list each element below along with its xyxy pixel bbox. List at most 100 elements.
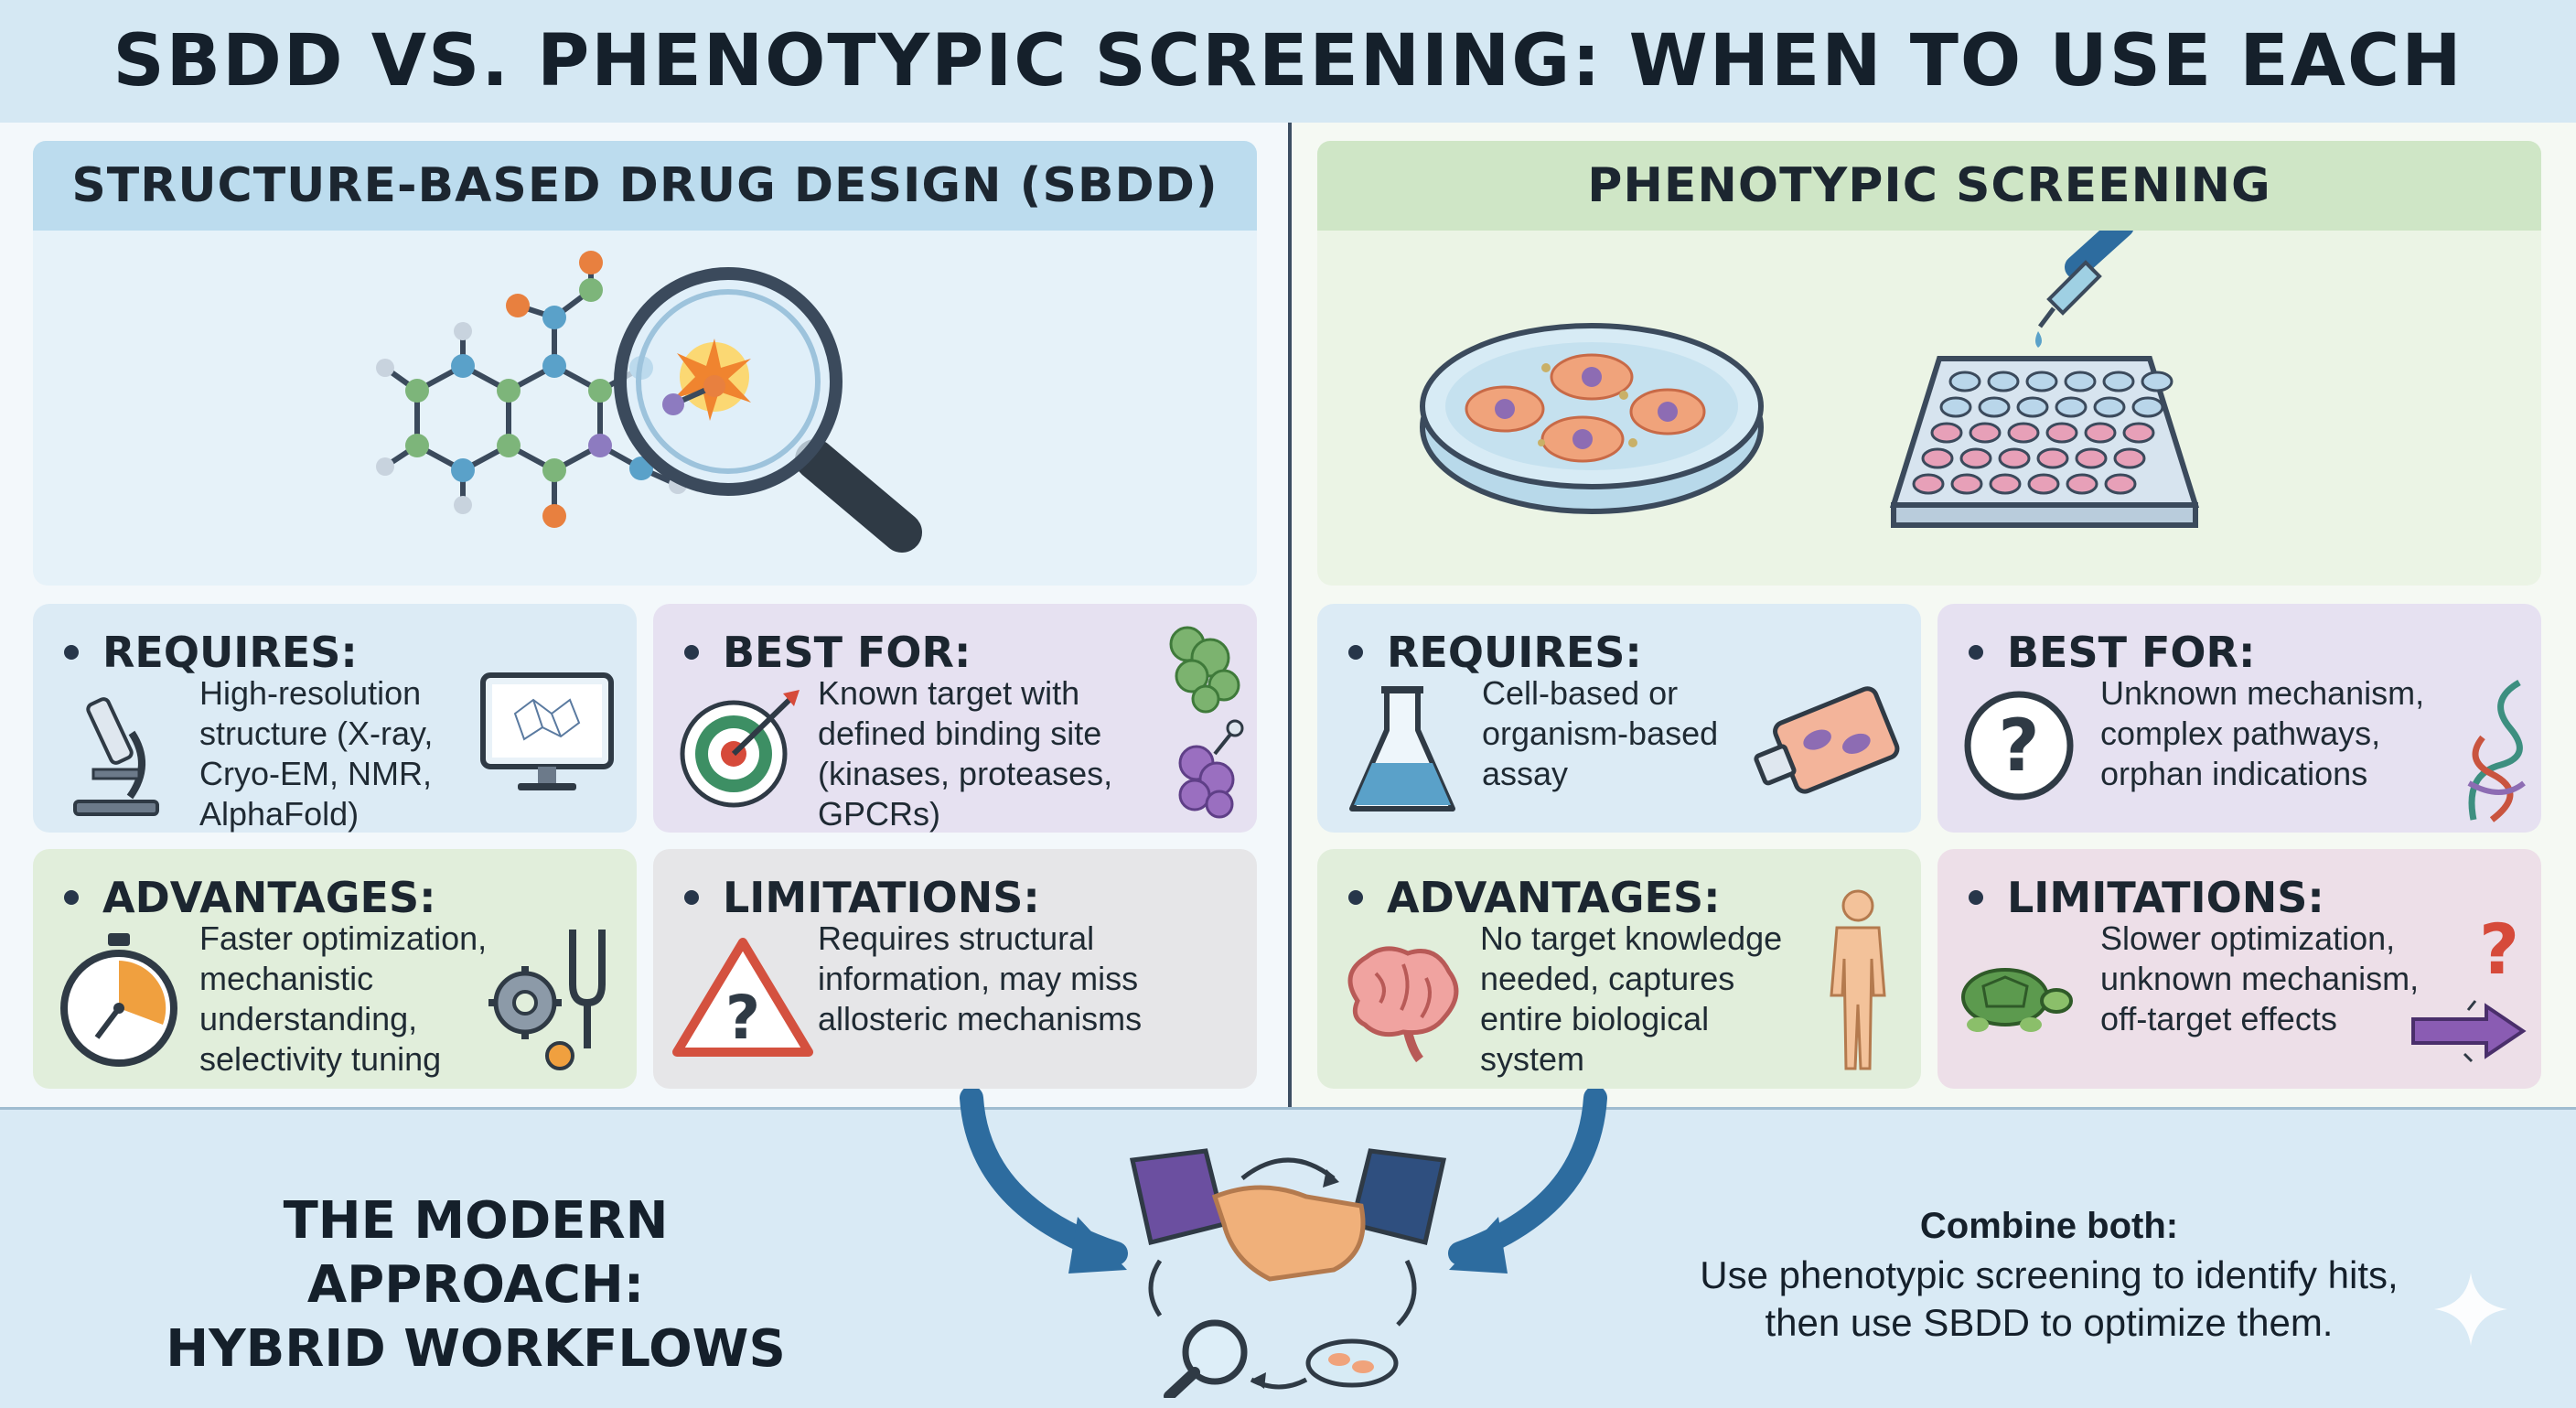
phenotypic-requires-card: REQUIRES: Cell-based or organism-based a… [1317, 604, 1921, 833]
sbdd-advantages-card: ADVANTAGES: Faster optimization, mechani… [33, 849, 637, 1089]
petri-dish-well-plate-illustration [1420, 231, 2200, 528]
well [1987, 371, 2020, 392]
sbdd-bestfor-text: Known target with defined binding site (… [818, 674, 1113, 833]
well [1978, 396, 2011, 418]
phenotypic-hero [1317, 231, 2541, 586]
question-circle-icon: ? [1964, 691, 2074, 801]
well [2131, 396, 2164, 418]
well [2016, 396, 2049, 418]
bullet-dot [1348, 645, 1363, 660]
sbdd-bestfor-card: BEST FOR: Known target with defined bind… [653, 604, 1257, 833]
phenotypic-header-text: PHENOTYPIC SCREENING [1587, 158, 2271, 213]
sparkle-icon [2434, 1273, 2507, 1346]
sbdd-advantages-heading: ADVANTAGES: [64, 873, 435, 922]
well [2102, 371, 2135, 392]
well [1939, 396, 1972, 418]
target-icon [680, 690, 800, 808]
well [2093, 396, 2126, 418]
sbdd-requires-title: REQUIRES: [102, 628, 358, 677]
sbdd-limitations-title: LIMITATIONS: [723, 873, 1040, 922]
sbdd-advantages-text: Faster optimization, mechanistic underst… [199, 919, 488, 1078]
page-title: SBDD VS. PHENOTYPIC SCREENING: WHEN TO U… [113, 20, 2463, 102]
phenotypic-bestfor-title: BEST FOR: [2007, 628, 2256, 677]
combine-text: Use phenotypic screening to identify hit… [1700, 1253, 2399, 1344]
phenotypic-advantages-heading: ADVANTAGES: [1348, 873, 1720, 922]
gears-tuning-fork-icon [488, 930, 606, 1070]
sbdd-requires-heading: REQUIRES: [64, 628, 358, 677]
human-body-icon [1830, 889, 1886, 1070]
stopwatch-icon [60, 933, 177, 1067]
sbdd-advantages-title: ADVANTAGES: [102, 873, 436, 922]
phenotypic-bestfor-card: BEST FOR: ? Unknown mechanism, complex p… [1937, 604, 2541, 833]
title-bar: SBDD VS. PHENOTYPIC SCREENING: WHEN TO U… [0, 0, 2576, 125]
phenotypic-advantages-card: ADVANTAGES: No target knowledge needed, … [1317, 849, 1921, 1089]
well [2104, 473, 2137, 495]
column-divider [1288, 123, 1292, 1107]
bullet-dot [1969, 890, 1983, 905]
merge-arrows-icon [960, 1089, 1607, 1274]
flask-icon [1349, 686, 1455, 811]
well [1912, 473, 1945, 495]
hybrid-heading: THE MODERN APPROACH: HYBRID WORKFLOWS [166, 1191, 786, 1379]
cell-culture-flask-icon [1754, 686, 1900, 794]
phenotypic-limitations-title: LIMITATIONS: [2007, 873, 2324, 922]
well [2045, 422, 2078, 444]
monitor-structure-icon [480, 672, 614, 790]
phenotypic-bestfor-heading: BEST FOR: [1969, 628, 2255, 677]
phenotypic-advantages-text: No target knowledge needed, captures ent… [1480, 919, 1783, 1078]
phenotypic-limitations-card: LIMITATIONS: Slower optimization, unknow… [1937, 849, 2541, 1089]
well [2066, 473, 2098, 495]
svg-text:?: ? [1998, 705, 2039, 788]
sbdd-hero [33, 231, 1257, 586]
off-target-arrow-icon [2411, 1000, 2527, 1063]
phenotypic-limitations-text: Slower optimization, unknown mechanism, … [2100, 919, 2420, 1037]
well [1959, 447, 1992, 469]
question-mark-icon: ? [2479, 909, 2519, 983]
well [2113, 447, 2146, 469]
phenotypic-advantages-title: ADVANTAGES: [1387, 873, 1721, 922]
handshake-icon [1129, 1148, 1447, 1398]
phenotypic-requires-text: Cell-based or organism-based assay [1482, 674, 1719, 792]
bullet-dot [1969, 645, 1983, 660]
well [1921, 447, 1954, 469]
well [2007, 422, 2040, 444]
well [2141, 371, 2174, 392]
sbdd-limitations-heading: LIMITATIONS: [684, 873, 1040, 922]
sbdd-header: STRUCTURE-BASED DRUG DESIGN (SBDD) [33, 141, 1257, 231]
warning-question-icon: ? [672, 938, 813, 1057]
well [1950, 473, 1983, 495]
bullet-dot [64, 890, 79, 905]
well [2075, 447, 2108, 469]
sbdd-bestfor-title: BEST FOR: [723, 628, 971, 677]
phenotypic-requires-title: REQUIRES: [1387, 628, 1642, 677]
well [2122, 422, 2155, 444]
molecule-magnifier-illustration [376, 251, 922, 553]
phenotypic-bestfor-text: Unknown mechanism, complex pathways, orp… [2100, 674, 2425, 792]
phenotypic-requires-heading: REQUIRES: [1348, 628, 1642, 677]
well [2027, 473, 2060, 495]
protein-target-icon [1169, 626, 1244, 819]
sbdd-bestfor-heading: BEST FOR: [684, 628, 971, 677]
phenotypic-limitations-heading: LIMITATIONS: [1969, 873, 2324, 922]
phenotypic-header: PHENOTYPIC SCREENING [1317, 141, 2541, 231]
well [1998, 447, 2031, 469]
well [1948, 371, 1981, 392]
well [2025, 371, 2058, 392]
sbdd-limitations-card: LIMITATIONS: ? Requires structural infor… [653, 849, 1257, 1089]
well [2055, 396, 2088, 418]
well [1969, 422, 2002, 444]
well [1989, 473, 2022, 495]
sbdd-requires-card: REQUIRES: High-resolution structure (X-r… [33, 604, 637, 833]
microscope-icon [73, 697, 159, 816]
tangled-pathway-icon [2467, 679, 2526, 822]
bullet-dot [64, 645, 79, 660]
sbdd-requires-text: High-resolution structure (X-ray, Cryo-E… [199, 674, 434, 833]
combine-title: Combine both: [1919, 1206, 2179, 1246]
well [2084, 422, 2117, 444]
well [2064, 371, 2097, 392]
sbdd-header-text: STRUCTURE-BASED DRUG DESIGN (SBDD) [71, 158, 1218, 213]
well [1930, 422, 1963, 444]
well-plate-wells [1912, 371, 2174, 495]
bullet-dot [684, 890, 699, 905]
svg-text:?: ? [2479, 909, 2519, 983]
